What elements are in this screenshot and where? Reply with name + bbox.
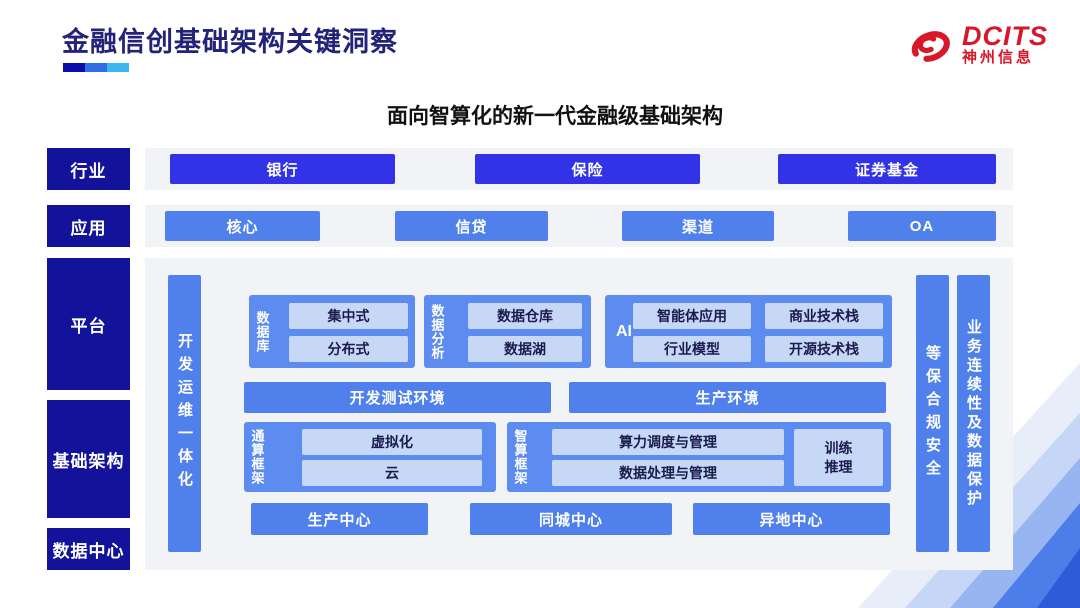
layer-label-infrastructure: 基础架构: [47, 400, 130, 518]
layer-label-platform: 平台: [47, 258, 130, 390]
ai-item-industry-models: 行业模型: [633, 336, 751, 362]
analytics-group-label: 数据分析: [429, 303, 445, 360]
application-row: 核心 信贷 渠道 OA: [145, 205, 1013, 247]
aifw-item-compute-scheduling: 算力调度与管理: [552, 429, 784, 455]
analytics-item-lake: 数据湖: [468, 336, 582, 362]
industry-item-bank: 银行: [170, 154, 395, 184]
ai-item-commercial-stack: 商业技术栈: [765, 303, 883, 329]
ai-item-opensource-stack: 开源技术栈: [765, 336, 883, 362]
application-item-oa: OA: [848, 211, 996, 241]
database-item-centralized: 集中式: [289, 303, 408, 329]
security-vertical-bar: 等保合规安全: [916, 275, 949, 552]
logo-swirl-icon: [911, 31, 950, 62]
database-item-distributed: 分布式: [289, 336, 408, 362]
industry-item-insurance: 保险: [475, 154, 700, 184]
training-line: 训练: [824, 440, 853, 457]
layer-label-industry: 行业: [47, 148, 130, 190]
logo-brand: DCITS: [962, 20, 1048, 51]
diagram-subtitle: 面向智算化的新一代金融级基础架构: [387, 105, 723, 128]
application-item-credit: 信贷: [395, 211, 548, 241]
underline-segment: [85, 63, 107, 72]
general-item-virtualization: 虚拟化: [302, 429, 482, 455]
company-logo: DCITS 神州信息: [900, 16, 1048, 72]
continuity-bar-label: 业务连续性及数据保护: [965, 318, 982, 509]
general-framework-label: 通算框架: [249, 429, 265, 485]
application-item-core: 核心: [165, 211, 320, 241]
production-environment-bar: 生产环境: [569, 382, 886, 413]
page-title: 金融信创基础架构关键洞察: [62, 27, 398, 57]
ai-framework-label: 智算框架: [512, 429, 528, 485]
general-framework-group: 通算框架 虚拟化 云: [244, 422, 496, 492]
logo-company: 神州信息: [962, 49, 1035, 67]
title-underline: [63, 63, 129, 72]
industry-row: 银行 保险 证券基金: [145, 148, 1013, 190]
center-same-city: 同城中心: [470, 503, 672, 535]
ai-framework-group: 智算框架 算力调度与管理 数据处理与管理 训练 推理: [507, 422, 891, 492]
underline-segment: [107, 63, 129, 72]
ai-group: AI 智能体应用 商业技术栈 行业模型 开源技术栈: [605, 295, 892, 368]
inference-line: 推理: [824, 458, 853, 475]
devops-bar-label: 开发运维一体化: [176, 333, 193, 494]
center-production: 生产中心: [251, 503, 428, 535]
analytics-group: 数据分析 数据仓库 数据湖: [424, 295, 591, 368]
database-group-label: 数据库: [254, 310, 270, 353]
industry-item-securities: 证券基金: [778, 154, 996, 184]
ai-group-label: AI: [616, 322, 632, 340]
application-item-channel: 渠道: [622, 211, 774, 241]
center-remote: 异地中心: [693, 503, 890, 535]
security-bar-label: 等保合规安全: [924, 344, 941, 483]
general-item-cloud: 云: [302, 460, 482, 486]
aifw-item-data-processing: 数据处理与管理: [552, 460, 784, 486]
logo-text: DCITS 神州信息: [962, 22, 1048, 66]
devtest-environment-bar: 开发测试环境: [244, 382, 551, 413]
aifw-item-training-inference: 训练 推理: [794, 429, 883, 486]
underline-segment: [63, 63, 85, 72]
layer-label-application: 应用: [47, 205, 130, 247]
database-group: 数据库 集中式 分布式: [249, 295, 415, 368]
platform-box: 开发运维一体化 等保合规安全 业务连续性及数据保护 数据库 集中式 分布式 数据…: [145, 258, 1013, 570]
ai-item-agent-apps: 智能体应用: [633, 303, 751, 329]
analytics-item-warehouse: 数据仓库: [468, 303, 582, 329]
devops-vertical-bar: 开发运维一体化: [168, 275, 201, 552]
layer-label-datacenter: 数据中心: [47, 528, 130, 570]
continuity-vertical-bar: 业务连续性及数据保护: [957, 275, 990, 552]
